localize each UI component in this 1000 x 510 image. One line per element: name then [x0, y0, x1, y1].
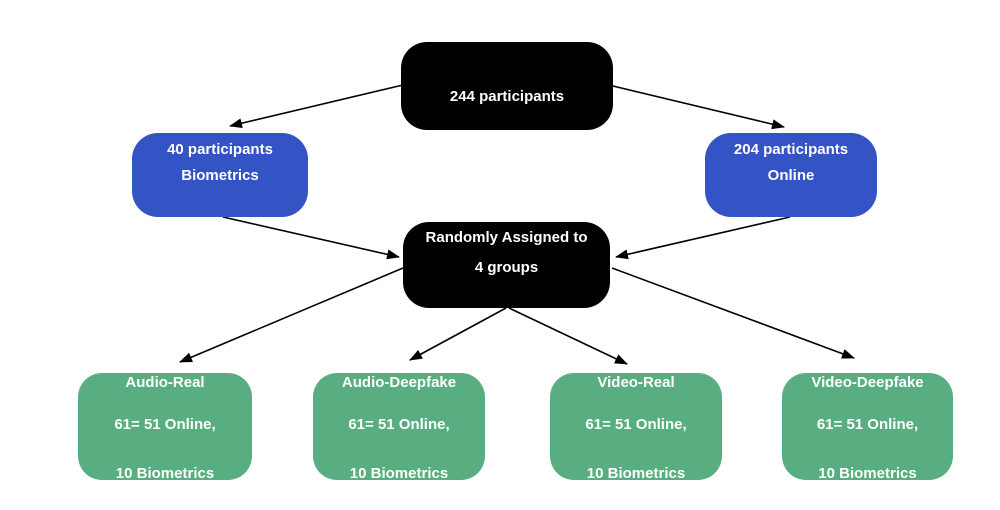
connector-biometrics-to-assignment — [222, 216, 400, 260]
group-title: Audio-Real — [125, 374, 205, 391]
node-assignment-line2: 4 groups — [474, 259, 539, 276]
connector-assignment-to-video-deepfake — [611, 267, 855, 359]
node-biometrics-label: Biometrics — [181, 167, 259, 184]
connector-assignment-to-video-real — [508, 307, 628, 365]
node-biometrics-count: 40 participants — [167, 141, 273, 158]
node-online-participants: 204 participants Online — [705, 133, 877, 217]
connector-assignment-to-audio-real — [179, 267, 404, 363]
node-group-audio-real: Audio-Real 61= 51 Online, 10 Biometrics — [78, 373, 252, 480]
node-group-audio-deepfake: Audio-Deepfake 61= 51 Online, 10 Biometr… — [313, 373, 485, 480]
group-split-line: 61= 51 Online, — [348, 416, 450, 433]
group-split-line: 61= 51 Online, — [114, 416, 216, 433]
group-biometrics-line: 10 Biometrics — [586, 465, 686, 480]
node-total-label: 244 participants — [449, 88, 565, 105]
group-biometrics-line: 10 Biometrics — [349, 465, 449, 480]
group-split-line: 61= 51 Online, — [816, 416, 919, 433]
group-biometrics-line: 10 Biometrics — [115, 465, 215, 480]
connector-assignment-to-audio-deepfake — [409, 307, 507, 361]
node-random-assignment: Randomly Assigned to 4 groups — [403, 222, 610, 308]
group-title: Video-Deepfake — [811, 374, 924, 391]
group-title: Video-Real — [597, 374, 675, 391]
group-split-line: 61= 51 Online, — [585, 416, 687, 433]
node-online-count: 204 participants — [733, 141, 849, 158]
connector-total-to-biometrics — [229, 84, 404, 129]
node-online-label: Online — [767, 167, 815, 184]
node-assignment-line1: Randomly Assigned to — [425, 229, 588, 246]
group-biometrics-line: 10 Biometrics — [818, 465, 917, 480]
group-title: Audio-Deepfake — [341, 374, 457, 391]
node-total-participants: 244 participants — [401, 42, 613, 130]
node-group-video-deepfake: Video-Deepfake 61= 51 Online, 10 Biometr… — [782, 373, 953, 480]
node-group-video-real: Video-Real 61= 51 Online, 10 Biometrics — [550, 373, 722, 480]
connector-total-to-online — [612, 85, 785, 130]
node-biometrics-participants: 40 participants Biometrics — [132, 133, 308, 217]
connector-online-to-assignment — [615, 216, 791, 260]
